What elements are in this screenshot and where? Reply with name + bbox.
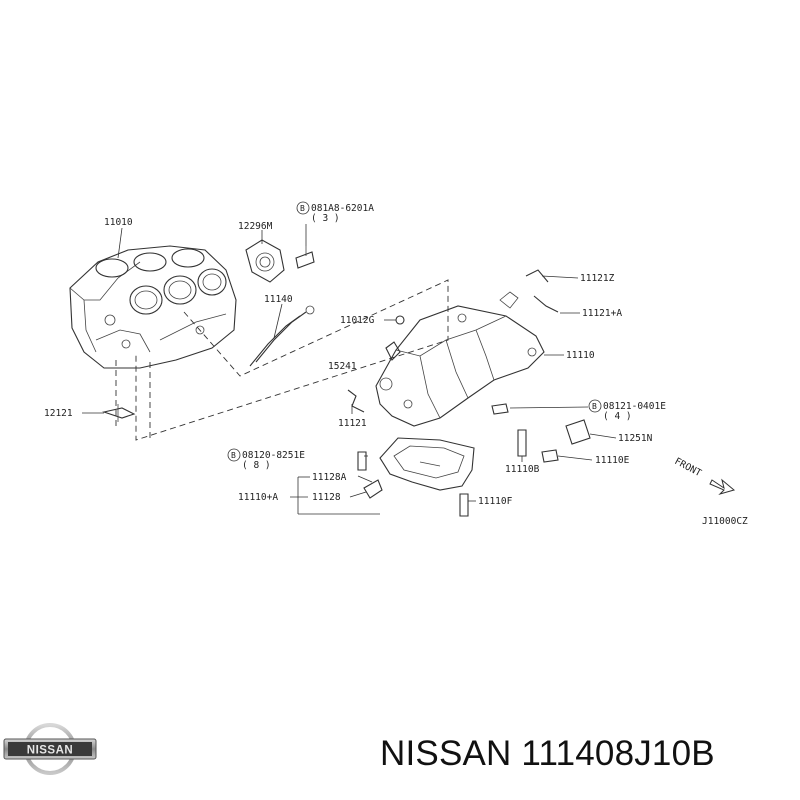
- b-circle-081a8: [296, 201, 310, 215]
- front-label: FRONT: [673, 456, 704, 479]
- strainer-11121z: [525, 269, 549, 283]
- engine-block: [69, 245, 237, 369]
- label-12296m: 12296M: [238, 221, 273, 232]
- label-08121: 08121-0401E: [603, 401, 666, 412]
- label-11251n: 11251N: [618, 433, 653, 444]
- lower-oil-pan: [379, 437, 475, 491]
- bolt-08121: [491, 403, 509, 415]
- leader-lines: [82, 224, 617, 515]
- assembly-lines: [115, 279, 449, 441]
- label-11128a: 11128A: [312, 472, 347, 483]
- part-labels: 11010 12296M B 081A8-6201A ( 3 ) 11140 1…: [44, 201, 666, 507]
- nissan-logo-icon: NISSAN: [3, 723, 97, 775]
- b-circle-08120: [227, 448, 241, 462]
- label-11110: 11110: [566, 350, 595, 361]
- label-12121: 12121: [44, 408, 73, 419]
- plug-11012g: [395, 315, 405, 325]
- b-symbol-08121: B: [592, 402, 597, 411]
- bolt-081a8: [295, 246, 315, 269]
- hose-11121a: [533, 295, 559, 313]
- cover-11251n: [565, 419, 591, 445]
- label-08120-qty: ( 8 ): [242, 460, 271, 471]
- label-11121: 11121: [338, 418, 367, 429]
- label-11121a: 11121+A: [582, 308, 622, 319]
- tube-11121: [347, 389, 365, 413]
- label-08121-qty: ( 4 ): [603, 411, 632, 422]
- b-symbol-081a8: B: [300, 204, 305, 213]
- label-081a8-qty: ( 3 ): [311, 213, 340, 224]
- diagram-code: J11000CZ: [702, 516, 748, 527]
- label-08120: 08120-8251E: [242, 450, 305, 461]
- bracket-12121: [101, 404, 136, 422]
- bolt-08120: [357, 451, 367, 471]
- label-11110a: 11110+A: [238, 492, 278, 503]
- b-circle-08121: [588, 399, 602, 413]
- front-arrow-icon: [709, 478, 736, 496]
- brand-caption: NISSAN 111408J10B: [380, 734, 715, 773]
- label-11110f: 11110F: [478, 496, 513, 507]
- label-11110e: 11110E: [595, 455, 630, 466]
- bolt-11110e: [541, 449, 559, 463]
- bolt-11110b: [517, 429, 527, 457]
- sensor-15241: [385, 341, 401, 361]
- gasket-12296m: [245, 239, 285, 283]
- label-11140: 11140: [264, 294, 293, 305]
- bolt-11110f: [459, 493, 469, 517]
- label-11012g: 11012G: [340, 315, 375, 326]
- dipstick-guide-11140: [249, 305, 315, 367]
- upper-oil-pan: [375, 291, 545, 427]
- label-11110b: 11110B: [505, 464, 540, 475]
- label-11128: 11128: [312, 492, 341, 503]
- label-11121z: 11121Z: [580, 273, 615, 284]
- label-15241: 15241: [328, 361, 357, 372]
- b-symbol-08120: B: [231, 451, 236, 460]
- drain-plug-11128: [363, 479, 383, 499]
- label-11010: 11010: [104, 217, 133, 228]
- label-081a8: 081A8-6201A: [311, 203, 374, 214]
- front-indicator: FRONT: [673, 456, 736, 496]
- logo-text: NISSAN: [27, 745, 73, 757]
